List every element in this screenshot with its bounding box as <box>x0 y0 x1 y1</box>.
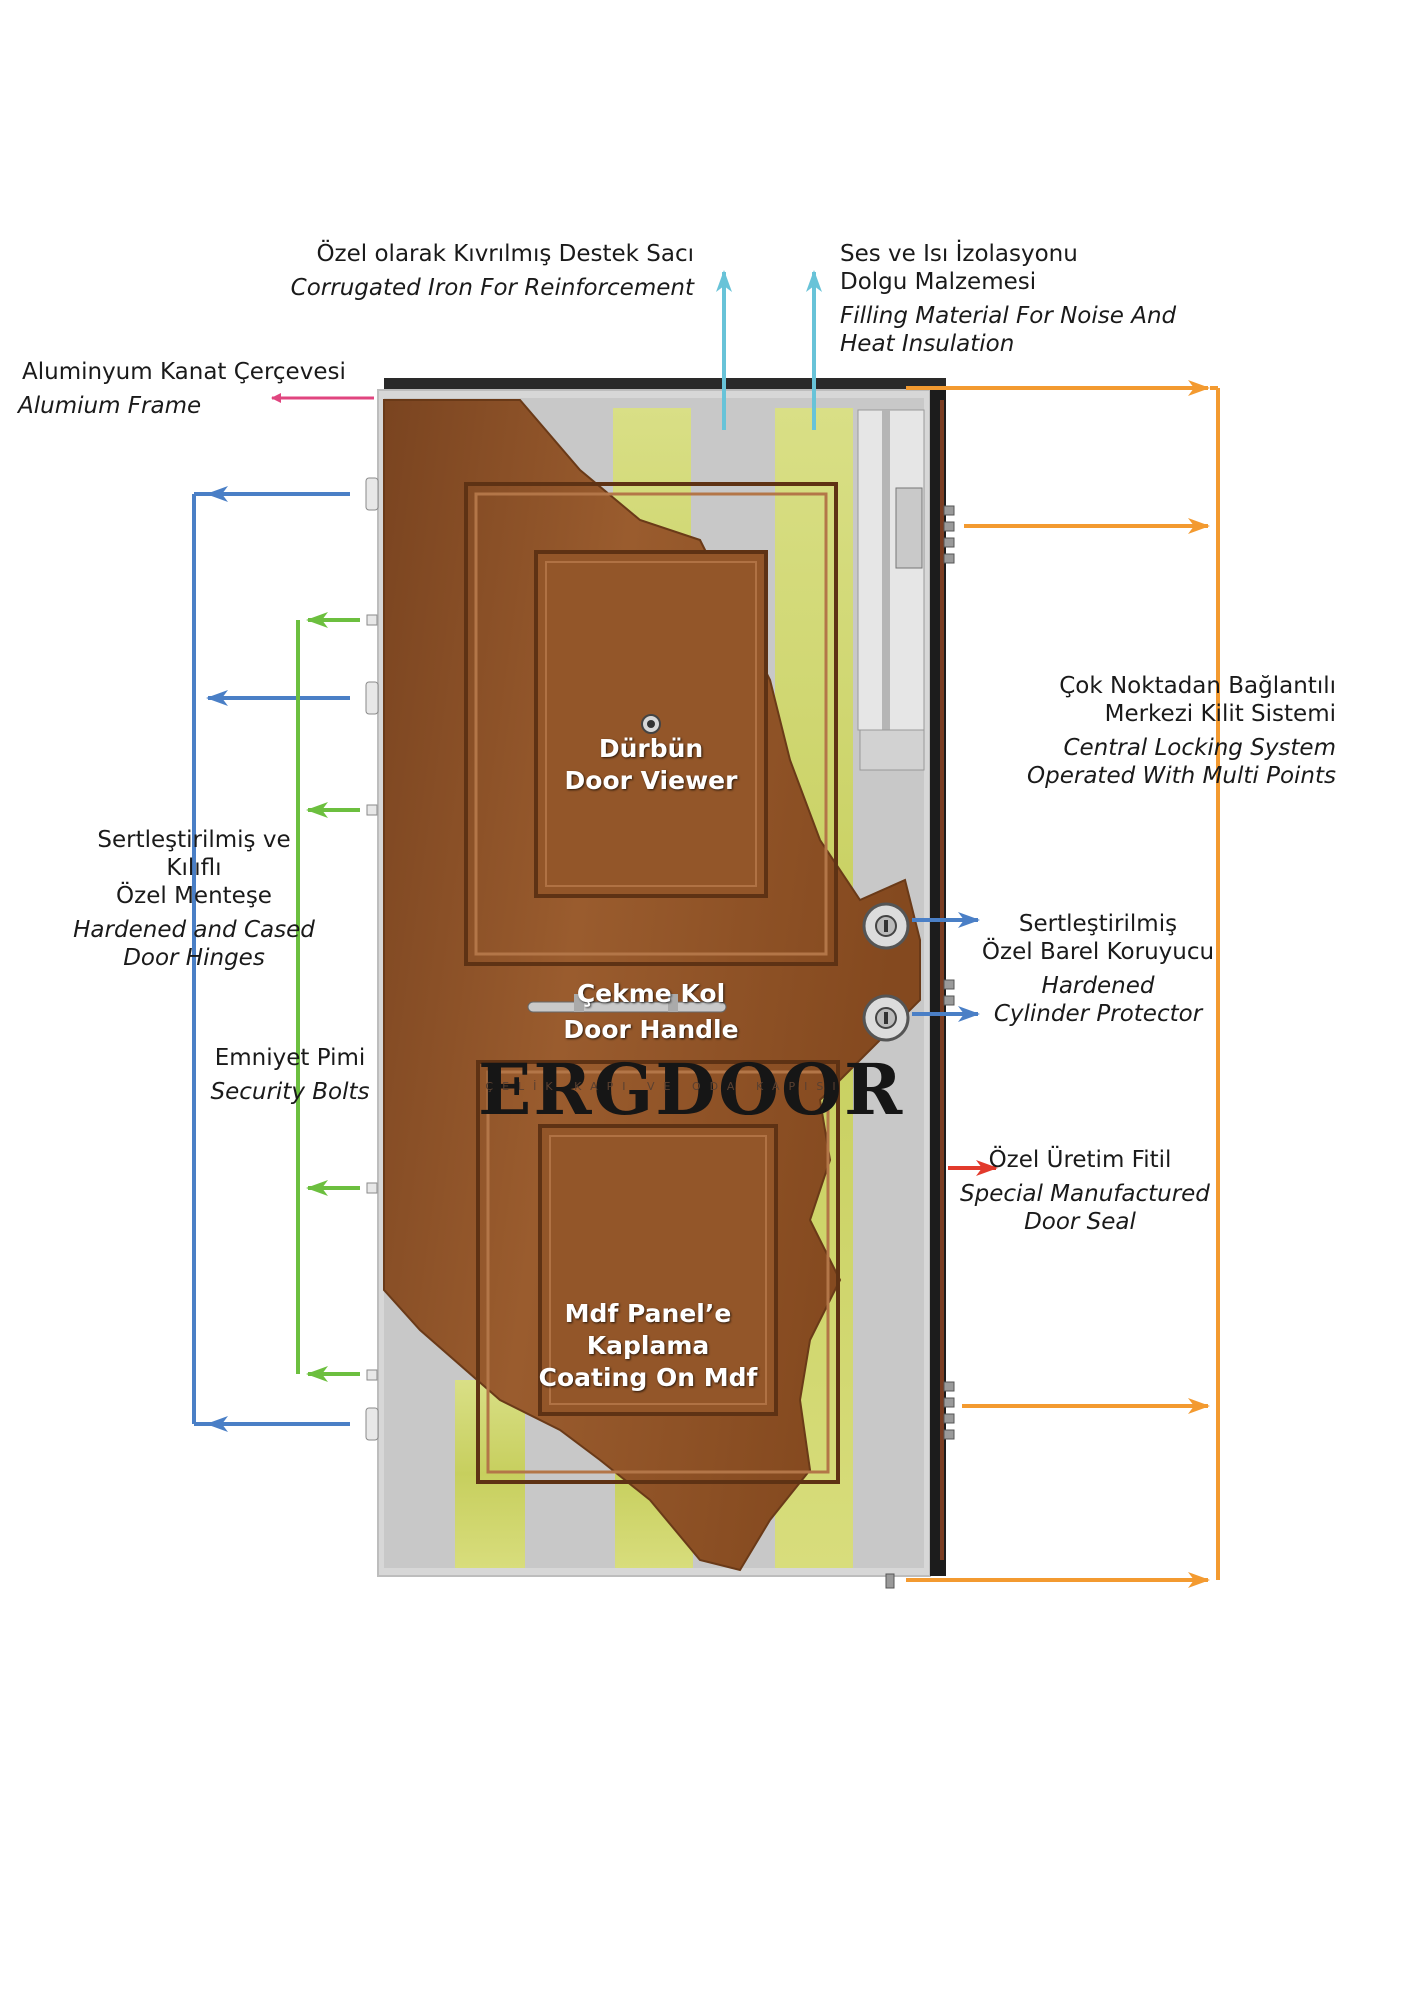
door-hinges <box>365 477 379 1441</box>
cylinder-label: Sertleştirilmiş Özel Barel Koruyucu Hard… <box>981 911 1215 1027</box>
frame-label: Aluminyum Kanat Çerçevesi Alumium Frame <box>18 359 346 419</box>
brand-tagline: ÇELİK KAPI VE ODA KAPISI <box>485 1080 845 1093</box>
door-viewer-label: Dürbün Door Viewer <box>564 734 738 795</box>
bolts-bracket <box>296 612 360 1382</box>
insulation-label: Ses ve Isı İzolasyonu Dolgu Malzemesi Fi… <box>840 241 1177 357</box>
brand-logo: ERGDOOR <box>478 1048 905 1131</box>
door-viewer <box>641 714 661 734</box>
locking-bracket <box>906 380 1220 1588</box>
locking-label: Çok Noktadan Bağlantılı Merkezi Kilit Si… <box>1027 673 1336 789</box>
reinforcement-label: Özel olarak Kıvrılmış Destek Sacı Corrug… <box>290 241 694 301</box>
bolts-label: Emniyet Pimi Security Bolts <box>210 1045 370 1105</box>
seal-label: Özel Üretim Fitil Special Manufactured D… <box>960 1147 1210 1235</box>
cylinder-protectors <box>862 902 910 1042</box>
hinges-label: Sertleştirilmiş ve Kılıflı Özel Menteşe … <box>73 827 315 971</box>
door-handle-label: Çekme Kol Door Handle <box>563 979 739 1044</box>
hinges-bracket <box>192 486 350 1432</box>
lock-mechanism <box>857 409 955 1589</box>
coating-label: Mdf Panel’e Kaplama Coating On Mdf <box>538 1299 758 1392</box>
door-handle <box>527 994 727 1013</box>
lower-panel <box>476 1060 840 1484</box>
